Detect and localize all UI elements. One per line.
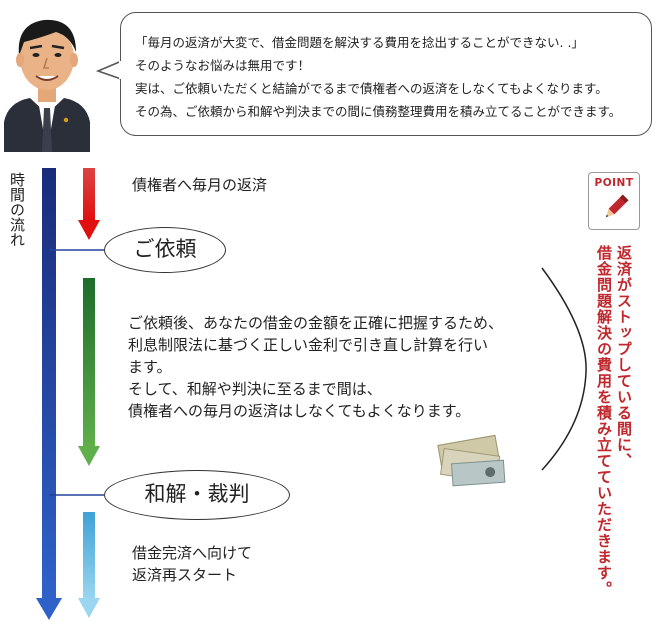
description-line-4: そして、和解や判決に至るまで間は、 [128,380,382,398]
repayment-restart-arrow [78,512,100,618]
stage-request: ご依頼 [104,227,226,273]
payment-stop-arrow [78,278,100,466]
bubble-line-2: そのようなお悩みは無用です！ [135,58,311,73]
pencil-icon [605,194,629,218]
banknotes-icon [437,434,506,487]
period-bracket [541,267,587,471]
bubble-line-1: 「毎月の返済が大変で、借金問題を解決する費用を捻出することができない. .」 [135,35,584,50]
description-line-1: ご依頼後、あなたの借金の金額を正確に把握するため、 [128,314,504,332]
restart-line-2: 返済再スタート [132,566,238,584]
point-label: POINT [594,177,634,189]
bubble-line-3: 実は、ご依頼いただくと結論がでるまで債権者への返済をしなくてもよくなります。 [135,81,608,96]
time-flow-label: 時間の流れ [8,172,26,247]
point-note-line-2: 借金問題解決の費用を積み立てていただきます。 [595,245,613,597]
monthly-payment-arrow [78,168,100,240]
stage-description: ご依頼後、あなたの借金の金額を正確に把握するため、 利息制限法に基づく正しい金利… [128,312,503,422]
restart-line-1: 借金完済へ向けて [132,544,253,562]
stage-settlement: 和解・裁判 [104,470,290,520]
point-note-line-1: 返済がストップしている間に、 [615,245,633,469]
restart-text: 借金完済へ向けて 返済再スタート [132,542,252,586]
time-arrow [36,168,62,620]
description-line-3: ます。 [128,358,172,376]
lawyer-avatar [4,19,90,152]
bubble-line-4: その為、ご依頼から和解や判決までの間に債務整理費用を積み立てることができます。 [135,104,622,119]
bubble-tail-join [119,61,123,79]
description-line-5: 債権者への毎月の返済はしなくてもよくなります。 [128,402,471,420]
speech-bubble: 「毎月の返済が大変で、借金問題を解決する費用を捻出することができない. .」 そ… [120,12,652,136]
point-badge: POINT [588,172,640,230]
description-line-2: 利息制限法に基づく正しい金利で引き直し計算を行い [128,336,489,354]
monthly-payment-text: 債権者へ毎月の返済 [132,176,268,194]
bubble-tail [96,59,125,81]
